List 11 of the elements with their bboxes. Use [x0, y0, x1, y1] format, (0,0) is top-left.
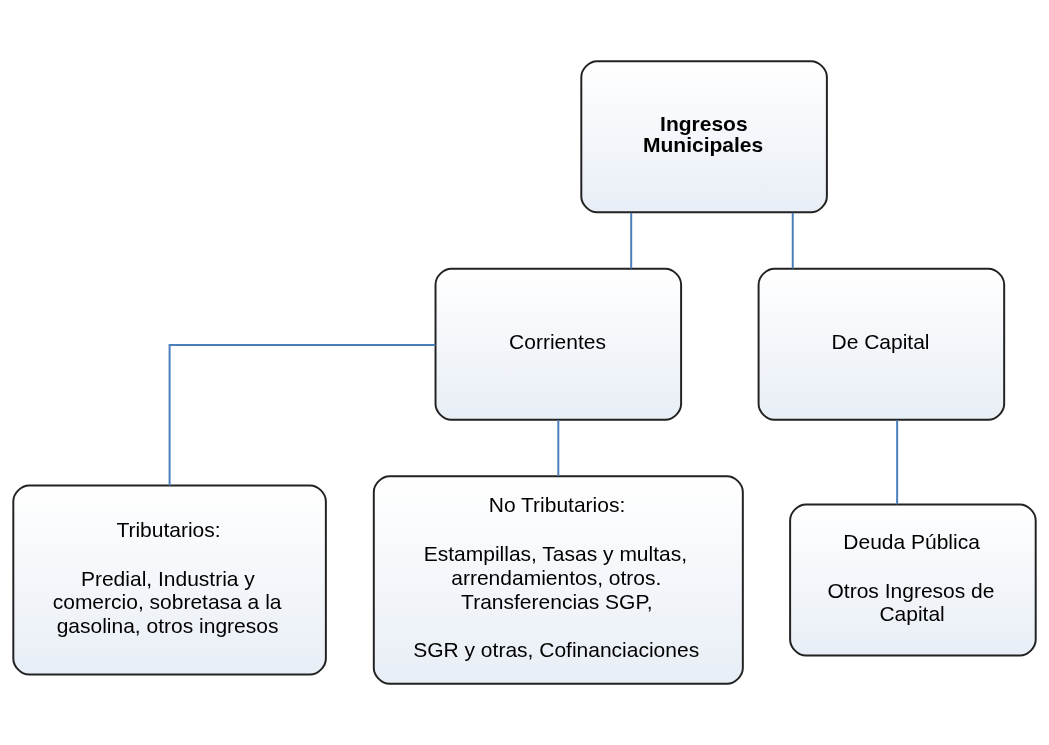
node-box: Deuda Pública Otros Ingresos de Capital	[789, 503, 1037, 657]
node-box: Ingresos Municipales	[580, 60, 828, 214]
node-box: De Capital	[757, 267, 1006, 421]
connector	[630, 211, 633, 270]
connector	[896, 419, 899, 506]
connector	[791, 211, 794, 270]
node-box: Corrientes	[434, 267, 683, 421]
node-box: No Tributarios: Estampillas, Tasas y multas, arrendamientos, otros. Transferencias SGP, SGR y otras, Cofinanciaciones	[372, 475, 744, 685]
connector	[168, 343, 437, 487]
connector	[557, 419, 560, 477]
node-box: Tributarios: Predial, Industria y comercio, sobretasa a la gasolina, otros ingresos	[12, 484, 327, 676]
